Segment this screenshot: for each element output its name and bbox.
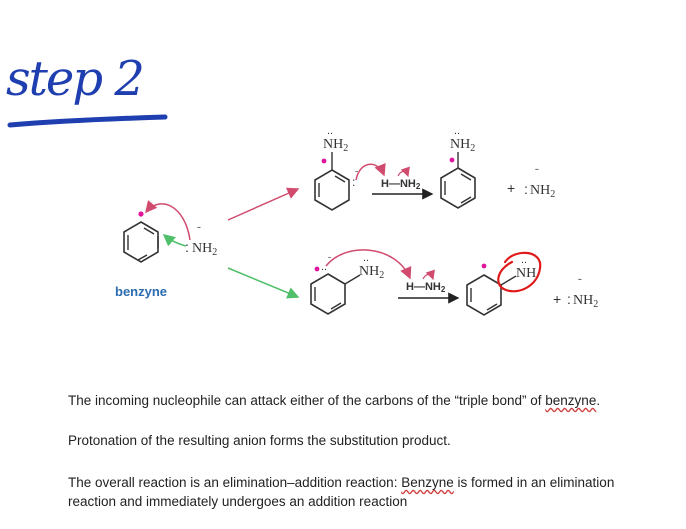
red-protonation-arrow-top xyxy=(355,163,386,181)
plus-sign-bottom: + xyxy=(553,291,561,307)
svg-text::: : xyxy=(524,181,528,197)
bottom-product-nh: NH xyxy=(516,266,536,281)
svg-text:..: .. xyxy=(521,254,527,266)
benzyne-structure xyxy=(123,211,159,263)
plus-sign-top: + xyxy=(507,180,515,196)
svg-text::: : xyxy=(567,291,571,307)
nucleophile-lone-pair: : xyxy=(185,239,189,255)
top-product-structure xyxy=(440,152,476,209)
bottom-anion-structure: .. ˉ xyxy=(310,256,361,315)
explanation-paragraph-3: The overall reaction is an elimination–a… xyxy=(68,475,615,490)
magenta-dot xyxy=(314,266,320,272)
svg-text::: : xyxy=(352,175,355,189)
red-attack-arrow xyxy=(145,200,191,241)
green-attack-arrow xyxy=(162,234,187,247)
svg-text:..: .. xyxy=(327,125,333,137)
benzyne-label: benzyne xyxy=(115,284,167,299)
svg-text:..: .. xyxy=(454,125,460,137)
bottom-anion-nh2: NH2 xyxy=(359,264,384,281)
magenta-dot xyxy=(481,263,487,269)
explanation-paragraph-2: Protonation of the resulting anion forms… xyxy=(68,433,451,448)
top-anion-structure: : ˉ xyxy=(314,152,358,211)
svg-text:ˉ: ˉ xyxy=(535,166,539,180)
top-product-nh2: NH2 xyxy=(450,137,475,154)
handwritten-underline xyxy=(7,114,168,128)
red-pathway-arrow xyxy=(227,187,300,221)
explanation-paragraph-1: The incoming nucleophile can attack eith… xyxy=(68,393,601,408)
top-anion-nh2: NH2 xyxy=(323,137,348,154)
svg-text:..: .. xyxy=(321,261,327,273)
byproduct-nh2-bottom: NH2 xyxy=(573,293,598,310)
svg-text:..: .. xyxy=(363,252,369,264)
magenta-dot xyxy=(449,157,455,163)
bottom-product-structure xyxy=(466,263,517,316)
green-pathway-arrow xyxy=(227,267,300,299)
magenta-dot xyxy=(138,211,144,217)
handwritten-title-text: step 2 xyxy=(6,51,143,107)
explanation-paragraph-3-continued: reaction and immediately undergoes an ad… xyxy=(68,494,408,509)
svg-text:ˉ: ˉ xyxy=(578,276,582,290)
nucleophile-nh2: NH2 xyxy=(192,241,217,258)
red-handwritten-circle xyxy=(497,251,542,293)
red-protonation-arrow-bottom xyxy=(325,249,412,280)
mechanism-diagram: benzyne : NH2 ˉ : ˉ NH2 .. xyxy=(115,125,598,316)
svg-text:ˉ: ˉ xyxy=(197,224,201,238)
h-nh2-reagent-top: H—NH2 xyxy=(381,178,421,191)
magenta-dot xyxy=(321,158,327,164)
byproduct-nh2-top: NH2 xyxy=(530,183,555,200)
handwritten-step-title: step 2 xyxy=(6,51,168,128)
h-nh2-reagent-bottom: H—NH2 xyxy=(406,281,446,294)
